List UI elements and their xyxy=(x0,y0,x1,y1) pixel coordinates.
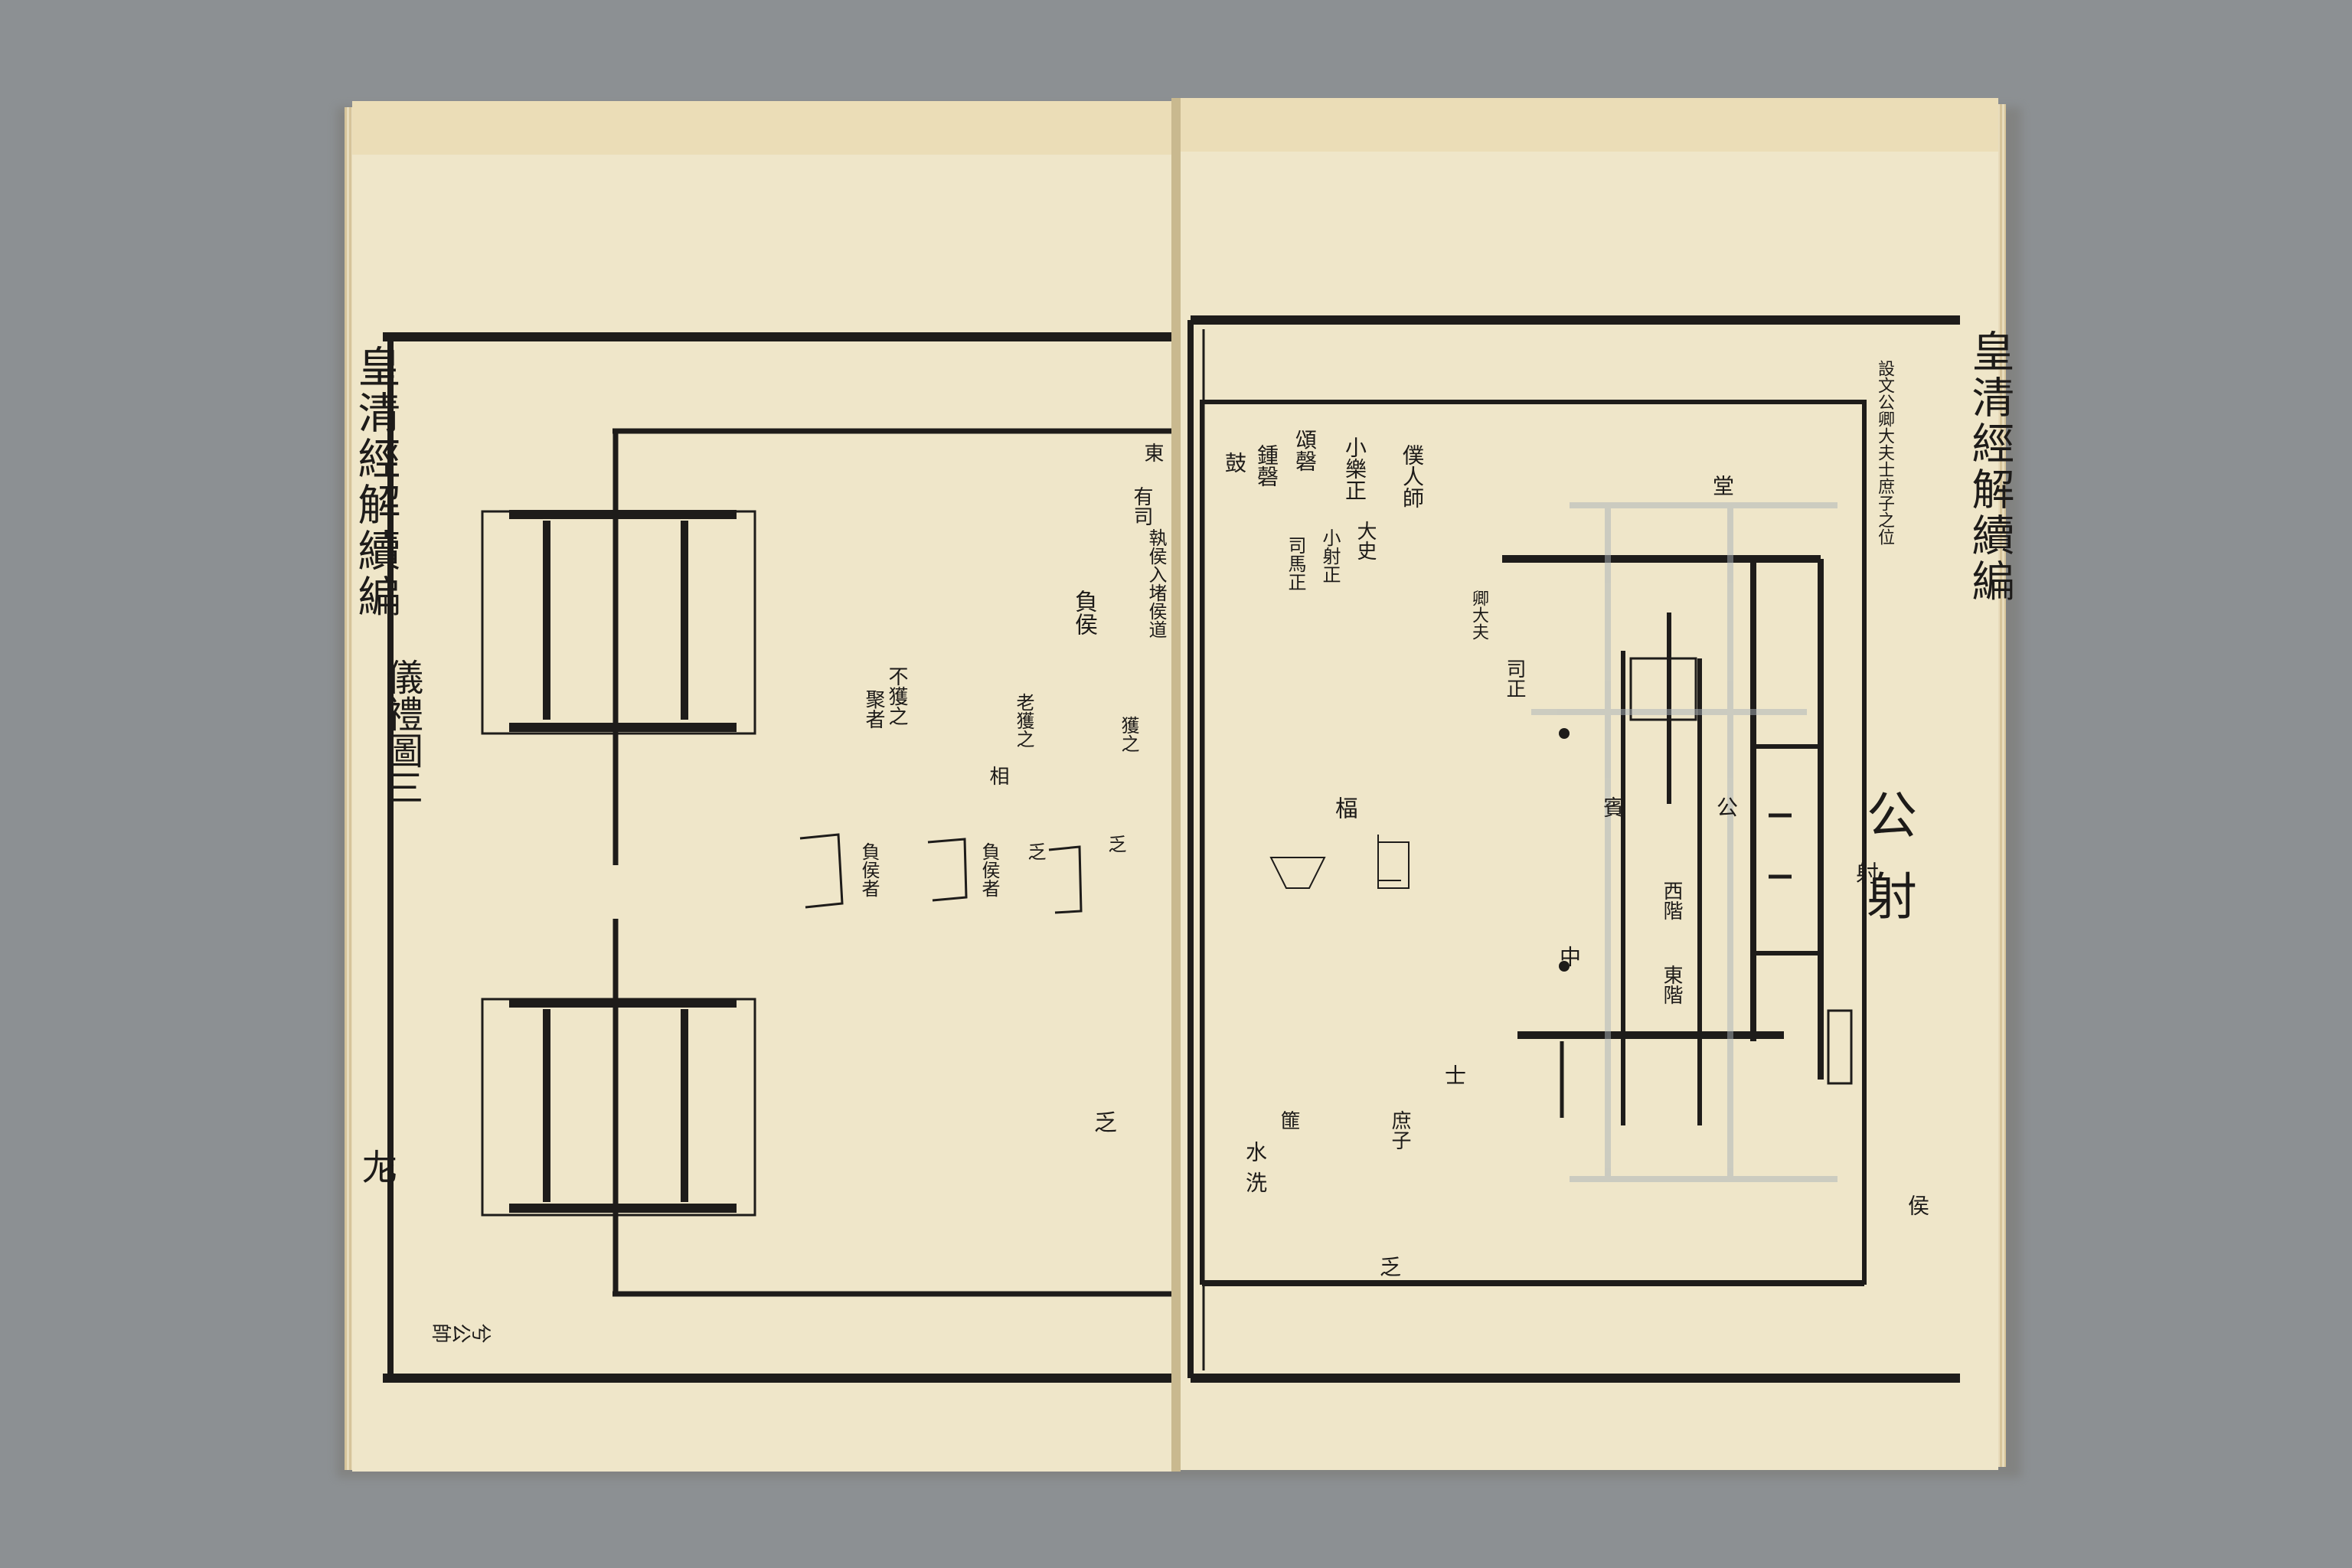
left-margin-title: 皇清經解續編 xyxy=(351,345,400,620)
right-label-s: 楅 xyxy=(1331,796,1357,819)
right-label-w: 乏 xyxy=(1377,1256,1402,1277)
right-label-d: 小樂正 xyxy=(1342,436,1367,501)
left-label-m: 乏 xyxy=(1024,842,1046,861)
right-label-r: 堂 xyxy=(1710,475,1735,496)
left-bottom-mark: 兮公帥 xyxy=(432,1320,492,1343)
marker-dot xyxy=(1559,728,1570,739)
left-label-d: 負侯 xyxy=(1070,590,1097,635)
left-top-tone xyxy=(352,101,1171,155)
right-label-h: 司馬正 xyxy=(1285,536,1306,591)
marker-dot xyxy=(1559,961,1570,972)
right-label-e: 僕人師 xyxy=(1400,444,1425,508)
right-label-n: 庶子 xyxy=(1388,1110,1411,1150)
right-label-c: 頌磬 xyxy=(1292,429,1318,472)
right-diagram-title: 公射 xyxy=(1858,789,1917,951)
right-label-b: 鍾磬 xyxy=(1254,444,1279,487)
right-label-p: 篚 xyxy=(1277,1110,1300,1130)
left-label-g: 不獲之 xyxy=(885,666,908,726)
left-label-i: 相 xyxy=(986,766,1009,786)
left-label-b: 有司 xyxy=(1130,486,1153,526)
right-label-a: 鼓 xyxy=(1222,452,1247,473)
right-label-l: 公 xyxy=(1713,796,1739,818)
right-label-j: 卿大夫 xyxy=(1469,590,1488,640)
left-page xyxy=(352,101,1171,1472)
left-label-k: 負侯者 xyxy=(858,842,880,897)
right-label-x: 西階 xyxy=(1660,880,1683,920)
right-margin-title: 皇清經解續編 xyxy=(1965,329,2014,605)
right-label-t: 中 xyxy=(1557,946,1582,967)
right-label-y: 東階 xyxy=(1660,965,1683,1004)
right-label-g: 小射正 xyxy=(1319,528,1341,583)
right-page xyxy=(1179,98,1998,1470)
left-label-j: 乏 xyxy=(1089,1110,1116,1133)
right-label-k: 賓 xyxy=(1600,796,1625,818)
right-top-tone xyxy=(1179,98,1998,152)
right-label-o: 洗 xyxy=(1243,1171,1268,1193)
right-label-q: 水 xyxy=(1243,1141,1268,1162)
left-margin-section: 儀禮圖三 xyxy=(380,658,423,805)
left-label-c: 執侯入堵侯道 xyxy=(1145,528,1167,639)
left-label-l: 負侯者 xyxy=(978,842,1000,897)
right-label-f: 大史 xyxy=(1354,521,1377,560)
right-margin-note: 設文公卿大夫士庶子之位 xyxy=(1875,360,1894,545)
left-label-h: 聚者 xyxy=(862,689,885,729)
left-label-e: 獲之 xyxy=(1118,716,1139,753)
right-label-m: 士 xyxy=(1442,1064,1467,1086)
right-label-i: 司正 xyxy=(1503,658,1526,698)
right-label-v: 侯 xyxy=(1905,1194,1930,1216)
left-label-f: 老獲之 xyxy=(1013,693,1034,748)
left-label-a: 東 xyxy=(1141,443,1164,462)
book-gutter xyxy=(1171,98,1181,1472)
right-label-u: 射 xyxy=(1851,861,1878,884)
left-margin-folio: 㔫 xyxy=(357,1148,398,1184)
left-label-n: 乏 xyxy=(1105,835,1126,853)
